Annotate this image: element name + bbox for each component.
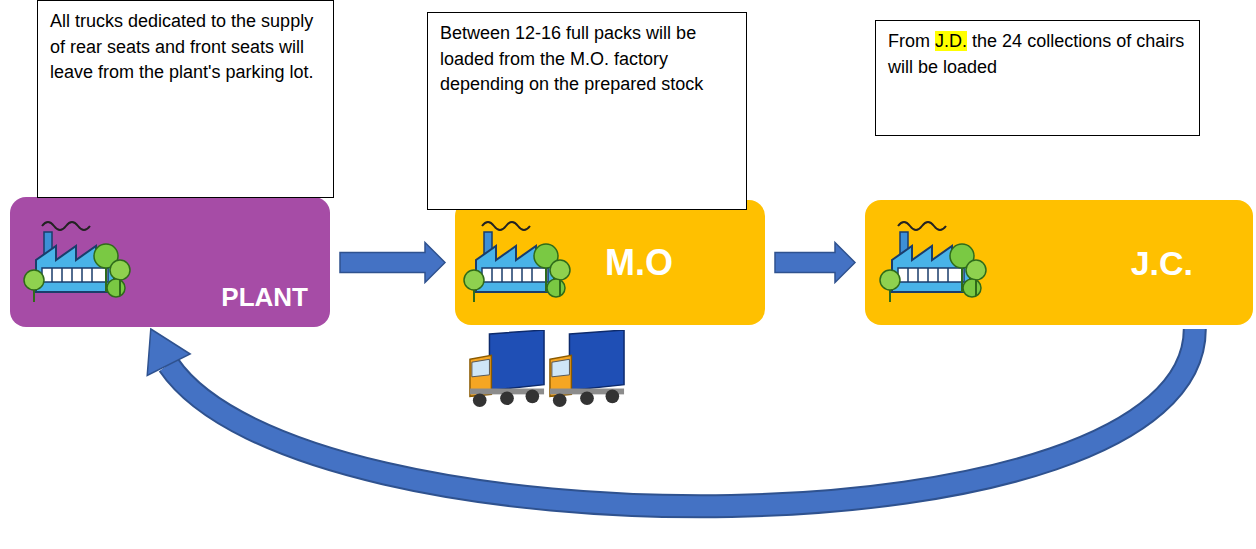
- truck-icon: [550, 330, 624, 407]
- site-name: M.O: [605, 242, 673, 284]
- block-arrow: [775, 243, 855, 283]
- site-box: M.O: [455, 200, 765, 325]
- site-box: J.C.: [865, 200, 1253, 325]
- note-text: From J.D. the 24 collections of chairs w…: [888, 29, 1187, 80]
- note-box: Between 12-16 full packs will be loaded …: [427, 12, 747, 210]
- factory-icon: [464, 222, 570, 302]
- truck-icon: [470, 330, 544, 407]
- note-box: From J.D. the 24 collections of chairs w…: [875, 20, 1200, 136]
- note-text: Between 12-16 full packs will be loaded …: [440, 21, 734, 98]
- block-arrow: [340, 243, 445, 283]
- flow-arrow: [147, 329, 1195, 506]
- factory-icon: [24, 222, 130, 302]
- note-text: All trucks dedicated to the supply of re…: [50, 9, 321, 86]
- site-name: PLANT: [221, 282, 308, 313]
- factory-icon: [880, 222, 986, 302]
- arrow-head: [147, 329, 190, 376]
- flow-arrow: [340, 243, 445, 283]
- return-arrow: [169, 329, 1195, 506]
- site-name: J.C.: [1131, 244, 1193, 283]
- note-box: All trucks dedicated to the supply of re…: [37, 0, 334, 198]
- return-arrow-edge: [169, 329, 1195, 506]
- site-box: PLANT: [10, 197, 330, 327]
- flow-arrow: [775, 243, 855, 283]
